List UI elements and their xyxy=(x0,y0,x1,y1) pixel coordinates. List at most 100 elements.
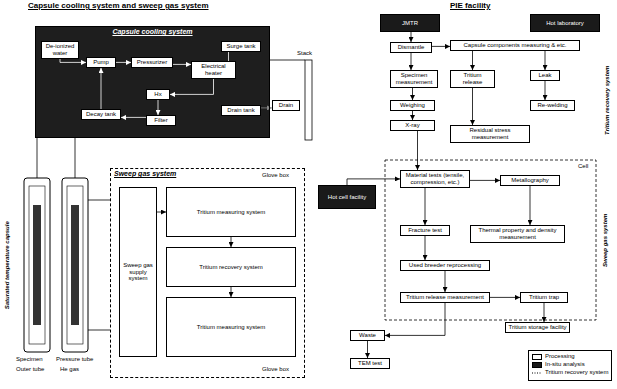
process-box: Dismantle xyxy=(390,42,432,53)
part-label: Pressure tube xyxy=(56,356,93,363)
node-text: De-ionized water xyxy=(44,43,76,57)
system-heading: Capsule cooling system xyxy=(36,27,269,37)
node-text: Tritium storage facility xyxy=(508,324,567,331)
legend-swatch xyxy=(532,354,542,360)
flow-arrow xyxy=(157,212,166,213)
process-box: Tritium trap xyxy=(520,292,568,303)
flow-arrow xyxy=(411,32,412,42)
flow-arrow xyxy=(228,52,229,61)
node-text: Drain tank xyxy=(224,107,258,114)
flow-arrow xyxy=(367,341,368,358)
equipment-box: De-ionized water xyxy=(41,41,79,59)
part-label: Cell xyxy=(578,163,588,170)
process-box: Leak xyxy=(530,70,560,81)
node-text: Tritium measuring system xyxy=(197,209,265,216)
node-text: Electrical heater xyxy=(194,63,233,77)
node-text: Tritium recovery system xyxy=(199,264,262,271)
flow-arrow xyxy=(417,131,418,170)
part-label: Stack xyxy=(297,50,312,57)
flow-arrow xyxy=(116,62,131,63)
section-title: PIE facility xyxy=(450,2,490,11)
legend-row: In-situ analysis xyxy=(532,361,608,368)
process-box: Weighing xyxy=(390,100,435,111)
flow-arrow xyxy=(412,111,413,120)
node-text: Thermal property and density measurement xyxy=(473,227,562,241)
node-text: Surge tank xyxy=(224,43,258,50)
process-box: Residual stress measurement xyxy=(450,125,530,143)
node-text: Pump xyxy=(89,59,113,66)
node-text: Waste xyxy=(353,332,382,339)
legend-text: Tritium recovery system xyxy=(545,369,608,376)
facility-box: JMTR xyxy=(380,14,440,32)
flow-arrow xyxy=(445,271,446,292)
process-box: Tritium storage facility xyxy=(505,322,570,333)
equipment-box: Drain xyxy=(272,100,300,111)
flow-arrow xyxy=(425,188,426,225)
legend-row: Processing xyxy=(532,353,608,360)
process-box: Tritium release measurement xyxy=(400,292,490,303)
flow-arrow xyxy=(231,237,232,247)
flow-arrow xyxy=(411,53,412,70)
process-box: Material tests (tensile, compression, et… xyxy=(400,170,470,188)
node-text: Leak xyxy=(533,72,557,79)
equipment-box: Electrical heater xyxy=(191,61,236,79)
process-box: Thermal property and density measurement xyxy=(470,225,565,243)
flow-arrow xyxy=(60,59,86,63)
flow-arrow xyxy=(158,100,159,115)
node-text: Drain xyxy=(275,102,297,109)
node-text: Decay tank xyxy=(84,111,118,118)
node-text: Fracture test xyxy=(403,227,447,234)
node-text: Hx xyxy=(149,91,167,98)
node-text: Specimen measurement xyxy=(393,72,435,86)
legend-line xyxy=(532,370,542,376)
part-label: Outer tube xyxy=(16,366,44,373)
equipment-box: Pressurizer xyxy=(131,57,173,68)
equipment-box: Pump xyxy=(86,57,116,68)
flow-arrow xyxy=(231,287,232,297)
node-text: TEM test xyxy=(353,360,387,367)
equipment-box: Filter xyxy=(146,115,176,126)
node-text: Re-welding xyxy=(533,102,572,109)
flow-arrow xyxy=(470,180,500,181)
process-box: Re-welding xyxy=(530,100,575,111)
node-text: Hot cell facility xyxy=(328,194,366,201)
flow-arrow xyxy=(121,117,146,118)
part-label: He gas xyxy=(60,366,79,373)
flow-arrow xyxy=(544,303,545,322)
process-box: TEM test xyxy=(350,358,390,369)
node-text: Weighing xyxy=(393,102,432,109)
equipment-box: Tritium recovery system xyxy=(166,247,296,287)
equipment-box: Drain tank xyxy=(221,105,261,116)
process-box: Tritium release xyxy=(450,70,495,88)
flow-arrow xyxy=(425,236,426,260)
node-text: Used breeder reprocessing xyxy=(403,262,487,269)
node-text: JMTR xyxy=(402,20,418,27)
node-text: Residual stress measurement xyxy=(453,127,527,141)
node-text: Tritium measuring system xyxy=(197,324,265,331)
stack-symbol xyxy=(305,60,312,140)
vertical-label: Saturated temperature capsule xyxy=(4,221,11,309)
vertical-label: Tritium recovery system xyxy=(604,65,611,134)
process-box: Metallography xyxy=(500,175,560,186)
node-text: Sweep gas supply system xyxy=(122,262,154,283)
node-text: Hot laboratory xyxy=(546,20,584,27)
node-text: Material tests (tensile, compression, et… xyxy=(403,172,467,186)
node-text: Capsule components measuring & etc. xyxy=(453,42,577,49)
system-box: Sweep gas systemTritium measuring system… xyxy=(110,168,305,378)
cell-enclosure xyxy=(385,160,596,320)
system-box: Capsule cooling systemDe-ionized water Su… xyxy=(35,26,270,138)
facility-box: Hot laboratory xyxy=(530,14,600,32)
flow-arrow xyxy=(170,79,214,95)
legend-text: Processing xyxy=(545,353,575,360)
equipment-box: Tritium measuring system xyxy=(166,187,296,237)
node-text: Tritium trap xyxy=(523,294,565,301)
legend-row: Tritium recovery system xyxy=(532,369,608,376)
facility-box: Hot cell facility xyxy=(318,185,376,209)
node-text: Dismantle xyxy=(393,44,429,51)
cooling-ground xyxy=(35,26,270,138)
equipment-box: Tritium measuring system xyxy=(166,297,296,357)
process-box: Capsule components measuring & etc. xyxy=(450,40,580,51)
flow-arrow xyxy=(545,51,546,70)
equipment-box: Sweep gas supply system xyxy=(119,187,157,357)
legend-text: In-situ analysis xyxy=(545,361,585,368)
